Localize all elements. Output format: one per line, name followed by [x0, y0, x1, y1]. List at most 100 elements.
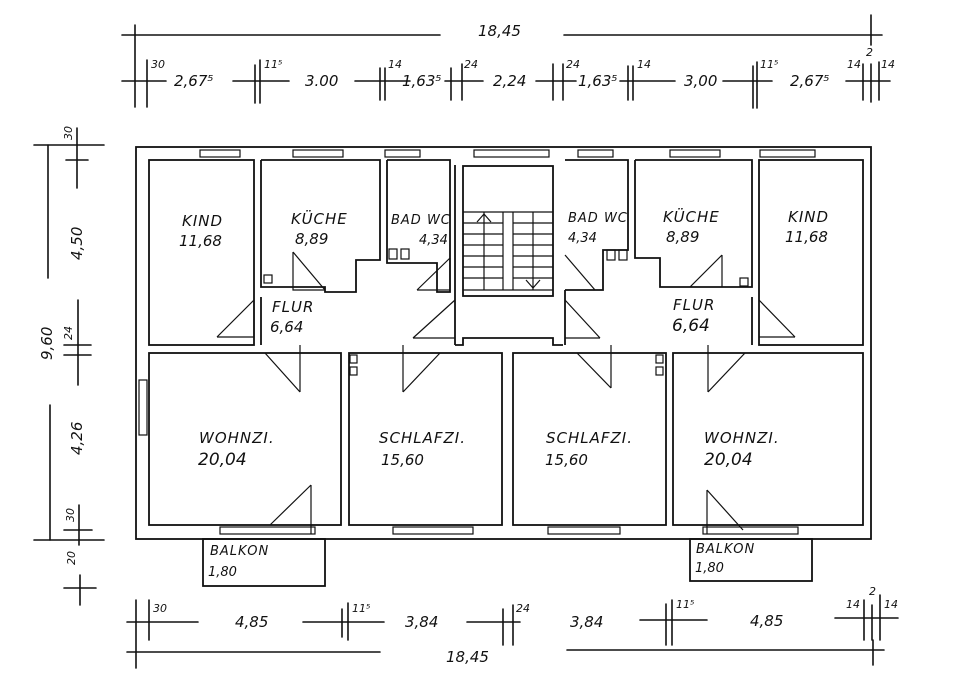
- balkon-left: [202, 538, 326, 587]
- room-name: WOHNZI.: [704, 429, 780, 447]
- window: [219, 526, 316, 535]
- dim-value: 2,67⁵: [174, 72, 213, 90]
- room-name: BALKON: [696, 542, 755, 557]
- room-area: 20,04: [198, 450, 247, 470]
- room-name: KÜCHE: [663, 207, 720, 226]
- room-name: BALKON: [210, 544, 269, 559]
- staircase: [455, 165, 563, 346]
- room-kind-right: [758, 159, 864, 346]
- dim-small: 11⁵: [676, 598, 694, 611]
- dim-value: 1,63⁵: [578, 72, 617, 90]
- room-kueche-right: [634, 159, 753, 288]
- dim-small: 14: [846, 598, 860, 611]
- door-swing: [416, 257, 451, 291]
- room-name: BAD WC: [568, 211, 628, 226]
- window: [138, 379, 148, 436]
- chimney: [655, 354, 664, 364]
- room-kind-left: [148, 159, 255, 346]
- room-area: 15,60: [381, 451, 424, 469]
- dim-small: 24: [566, 58, 580, 71]
- dim-small: 24: [516, 602, 530, 615]
- dim-value: 4,85: [235, 613, 268, 631]
- chimney: [263, 274, 273, 284]
- dim-value: 4,50: [68, 227, 86, 260]
- door-swing: [292, 252, 325, 291]
- dim-small: 14: [847, 58, 861, 71]
- dim-small: 2: [866, 46, 873, 59]
- room-area: 6,64: [672, 316, 710, 336]
- dim-small: 24: [464, 58, 478, 71]
- room-kueche-left: [260, 159, 381, 293]
- dim-value: 2,24: [493, 72, 526, 90]
- window: [392, 526, 474, 535]
- window: [759, 149, 816, 158]
- door-swing: [264, 352, 301, 393]
- door-swing: [417, 258, 451, 291]
- room-schlafzi-right: [512, 352, 667, 526]
- dim-value: 4,85: [750, 612, 783, 630]
- door-swing: [707, 352, 746, 393]
- right-apartment: [512, 159, 864, 582]
- outer-wall: [135, 146, 872, 540]
- landing-wall: [455, 337, 563, 346]
- room-name: KIND: [182, 212, 223, 230]
- room-area: 8,89: [666, 228, 699, 246]
- room-name: FLUR: [272, 298, 314, 316]
- door-swing: [564, 254, 596, 291]
- left-dimension-chain: 30 4,50 9,60 24 4,26 30 20: [33, 126, 105, 606]
- room-name: SCHLAFZI.: [546, 429, 633, 447]
- left-overall-dim: 9,60: [38, 327, 56, 360]
- room-area: 20,04: [704, 450, 753, 470]
- dim-small: 14: [884, 598, 898, 611]
- window: [384, 149, 421, 158]
- room-area: 1,80: [695, 561, 724, 576]
- window: [547, 526, 621, 535]
- building-walls: [135, 146, 872, 540]
- window: [577, 149, 614, 158]
- room-wohnzi-left: [148, 352, 342, 526]
- room-area: 4,34: [419, 233, 448, 248]
- dim-value: 3,84: [405, 613, 438, 631]
- room-area: 11,68: [179, 232, 222, 250]
- dim-small: 11⁵: [264, 58, 282, 71]
- room-area: 4,34: [568, 231, 597, 246]
- door-swing: [412, 299, 456, 339]
- door-swing: [564, 299, 601, 339]
- window: [669, 149, 721, 158]
- dim-small: 14: [637, 58, 651, 71]
- room-area: 1,80: [208, 565, 237, 580]
- door-swing: [576, 352, 612, 389]
- room-wohnzi-right: [672, 352, 864, 526]
- room-schlafzi-left: [348, 352, 503, 526]
- dim-value: 4,26: [68, 422, 86, 455]
- room-bad-left: [386, 159, 451, 293]
- dim-value: 3,00: [684, 72, 717, 90]
- room-name: WOHNZI.: [199, 429, 275, 447]
- dim-value: 2,67⁵: [790, 72, 829, 90]
- down-arrow-icon: [525, 279, 541, 289]
- dim-value: 1,63⁵: [402, 72, 441, 90]
- door-swing: [706, 489, 744, 531]
- dim-small: 14: [388, 58, 402, 71]
- chimney: [400, 248, 410, 260]
- room-labels: KIND 11,68 KÜCHE 8,89 BAD WC 4,34 FLUR 6…: [179, 207, 828, 580]
- dim-small: 24: [62, 326, 75, 340]
- room-bad-right: [565, 159, 629, 291]
- door-swing: [689, 254, 723, 288]
- room-area: 8,89: [295, 230, 328, 248]
- dim-value: 3,84: [570, 613, 603, 631]
- window: [199, 149, 241, 158]
- door-swing: [292, 251, 326, 291]
- dim-small: 11⁵: [352, 602, 370, 615]
- chimney: [606, 249, 616, 261]
- window: [702, 526, 799, 535]
- door-swing: [269, 484, 312, 526]
- chimney: [739, 277, 749, 287]
- door-swing: [402, 352, 441, 393]
- door-swing: [758, 299, 796, 338]
- top-dimension-chain: 18,45 30 2,67⁵ 11⁵ 3.00 14 1,63⁵ 24 2,24…: [121, 14, 895, 109]
- left-apartment: [148, 159, 503, 587]
- top-overall-dim: 18,45: [478, 22, 521, 40]
- dim-small: 30: [151, 58, 165, 71]
